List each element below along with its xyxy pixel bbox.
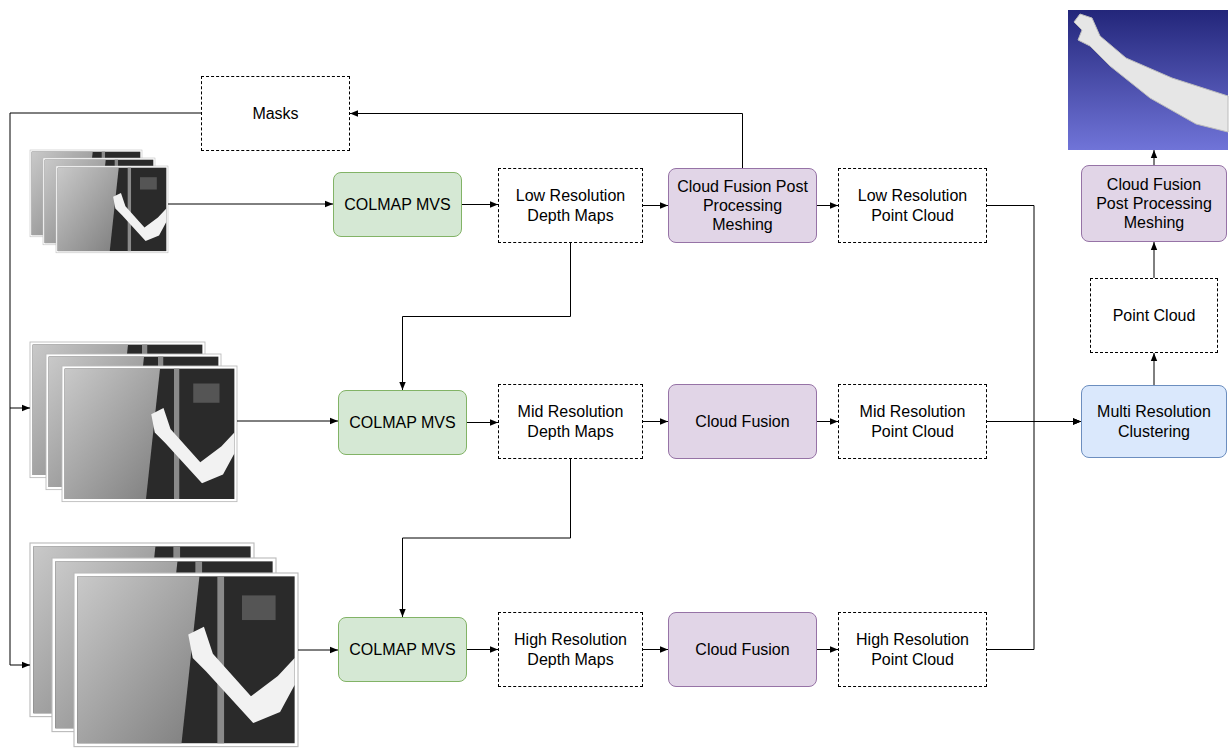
node-text: High Resolution Depth Maps <box>507 630 634 668</box>
flow-arrow <box>643 649 668 650</box>
flow-arrow <box>643 205 668 206</box>
flow-arrow <box>987 422 1081 650</box>
node-text: COLMAP MVS <box>344 195 450 214</box>
flow-arrow <box>817 421 838 422</box>
fusion-box: Cloud Fusion <box>668 384 817 459</box>
input-image <box>62 366 237 502</box>
flow-arrow <box>817 649 838 650</box>
node-text: Mid Resolution Depth Maps <box>507 402 634 440</box>
flow-arrow <box>817 205 838 206</box>
node-text: Cloud Fusion Post Processing Meshing <box>677 177 808 235</box>
render-arrow <box>1154 150 1155 165</box>
node-text: Low Resolution Depth Maps <box>507 186 634 224</box>
input-image <box>56 166 168 253</box>
mvs-box: COLMAP MVS <box>333 172 462 237</box>
flow-arrow <box>1154 242 1155 278</box>
image-arrow <box>298 650 338 651</box>
input-image <box>74 573 298 747</box>
flow-arrow <box>462 204 498 205</box>
arm-mesh <box>1074 14 1228 132</box>
image-arrow <box>237 421 338 422</box>
flow-arrow <box>403 243 571 390</box>
node-text: Cloud Fusion Post Processing Meshing <box>1090 175 1218 233</box>
mask-arrow <box>10 408 30 409</box>
data-box: Low Resolution Point Cloud <box>838 168 987 243</box>
fusion-box: Cloud Fusion Post Processing Meshing <box>1081 165 1227 242</box>
node-text: Masks <box>252 104 298 123</box>
data-box: High Resolution Depth Maps <box>498 612 643 687</box>
clustering-box: Multi Resolution Clustering <box>1081 385 1227 458</box>
flow-arrow <box>1154 353 1155 385</box>
node-text: Point Cloud <box>1113 306 1196 325</box>
mvs-box: COLMAP MVS <box>338 390 467 455</box>
flow-arrow <box>467 649 498 650</box>
data-box: Point Cloud <box>1090 278 1218 353</box>
data-box: Mid Resolution Point Cloud <box>838 384 987 459</box>
node-text: Multi Resolution Clustering <box>1090 402 1218 440</box>
node-text: High Resolution Point Cloud <box>847 630 978 668</box>
fusion-box: Cloud Fusion Post Processing Meshing <box>668 168 817 243</box>
node-text: Cloud Fusion <box>695 640 789 659</box>
flow-arrow <box>350 114 743 169</box>
flow-arrow <box>987 206 1081 422</box>
flow-arrow <box>467 422 498 423</box>
node-text: Cloud Fusion <box>695 412 789 431</box>
mesh-render <box>1068 10 1228 150</box>
image-arrow <box>168 204 333 205</box>
node-text: COLMAP MVS <box>349 413 455 432</box>
data-box: High Resolution Point Cloud <box>838 612 987 687</box>
mask-arrow <box>10 665 30 666</box>
mvs-box: COLMAP MVS <box>338 617 467 682</box>
data-box: Masks <box>201 76 350 151</box>
node-text: COLMAP MVS <box>349 640 455 659</box>
fusion-box: Cloud Fusion <box>668 612 817 687</box>
mask-wire <box>10 113 201 665</box>
flow-arrow <box>403 459 571 617</box>
data-box: Low Resolution Depth Maps <box>498 168 643 243</box>
flow-arrow <box>643 421 668 422</box>
node-text: Mid Resolution Point Cloud <box>847 402 978 440</box>
node-text: Low Resolution Point Cloud <box>847 186 978 224</box>
data-box: Mid Resolution Depth Maps <box>498 384 643 459</box>
